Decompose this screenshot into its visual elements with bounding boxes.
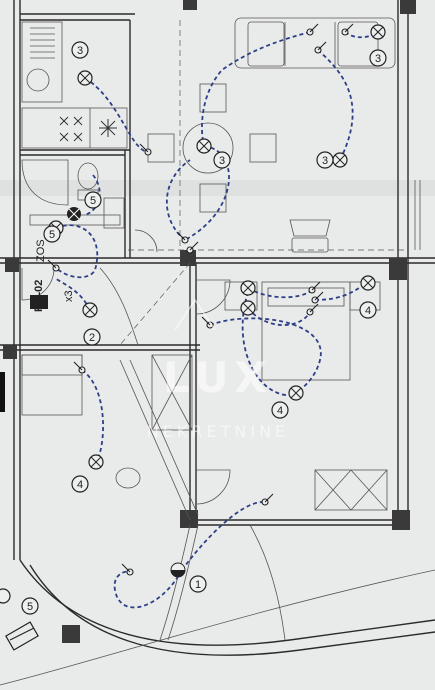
reference-lines <box>119 20 405 346</box>
switch-icon <box>311 291 324 304</box>
room-code: RO-02 <box>33 280 45 312</box>
circuit-number: 4 <box>277 405 283 417</box>
light-fixture-icon <box>77 70 93 86</box>
light-fixture-icon <box>288 385 304 401</box>
circuit-number: 3 <box>77 45 83 57</box>
light-fixture-icon <box>196 138 212 154</box>
sensor-icon <box>170 562 186 578</box>
light-fixture-icon <box>240 300 256 316</box>
fan-icon <box>67 207 81 221</box>
wiring <box>54 31 379 609</box>
light-fixture-icon <box>88 454 104 470</box>
switch-icon <box>314 41 327 54</box>
switch-icon <box>306 23 319 36</box>
circuit-number: 3 <box>219 155 225 167</box>
switch-icon <box>308 281 321 294</box>
circuit-number: 5 <box>49 229 55 241</box>
circuit-number: 4 <box>365 305 371 317</box>
switch-icon <box>47 259 60 272</box>
watermark-brand: LUX <box>163 353 273 402</box>
switch-icon <box>73 361 86 374</box>
switch-icon <box>121 563 134 576</box>
switch-icon <box>176 231 189 244</box>
circuit-number: 1 <box>195 579 201 591</box>
paper-fold <box>0 180 435 196</box>
circuit-number: 2 <box>89 332 95 344</box>
circuit-number: 5 <box>27 601 33 613</box>
small-label: ZOS <box>35 239 47 262</box>
switches <box>47 23 354 576</box>
room-label: RO-02 x3 ZOS <box>30 239 75 312</box>
doors <box>21 229 231 521</box>
watermark-subtitle: NEKRETNINE <box>147 422 289 441</box>
kitchen <box>21 21 128 149</box>
walls <box>0 0 435 560</box>
structural-columns <box>3 0 416 643</box>
light-fixture-icon <box>360 275 376 291</box>
circuit-number: 5 <box>90 195 96 207</box>
light-fixture-icon <box>332 152 348 168</box>
switch-icon <box>261 493 274 506</box>
watermark: LUX NEKRETNINE <box>147 298 289 441</box>
margin-mark <box>0 372 5 412</box>
switch-icon <box>341 23 354 36</box>
multiplier-label: x3 <box>63 290 75 302</box>
light-fixture-icon <box>240 280 256 296</box>
circuit-number: 3 <box>322 155 328 167</box>
switch-icon <box>139 143 152 156</box>
circuit-number: 4 <box>77 479 83 491</box>
circuit-number: 3 <box>375 53 381 65</box>
light-fixture-icon <box>82 302 98 318</box>
curved-wall <box>19 559 435 646</box>
light-fixture-icon <box>370 24 386 40</box>
circuit-labels: 3 3 3 3 5 5 2 4 4 4 1 5 <box>0 41 387 615</box>
distribution-board <box>5 621 39 651</box>
switch-icon <box>306 303 319 316</box>
switch-icon <box>186 241 199 254</box>
